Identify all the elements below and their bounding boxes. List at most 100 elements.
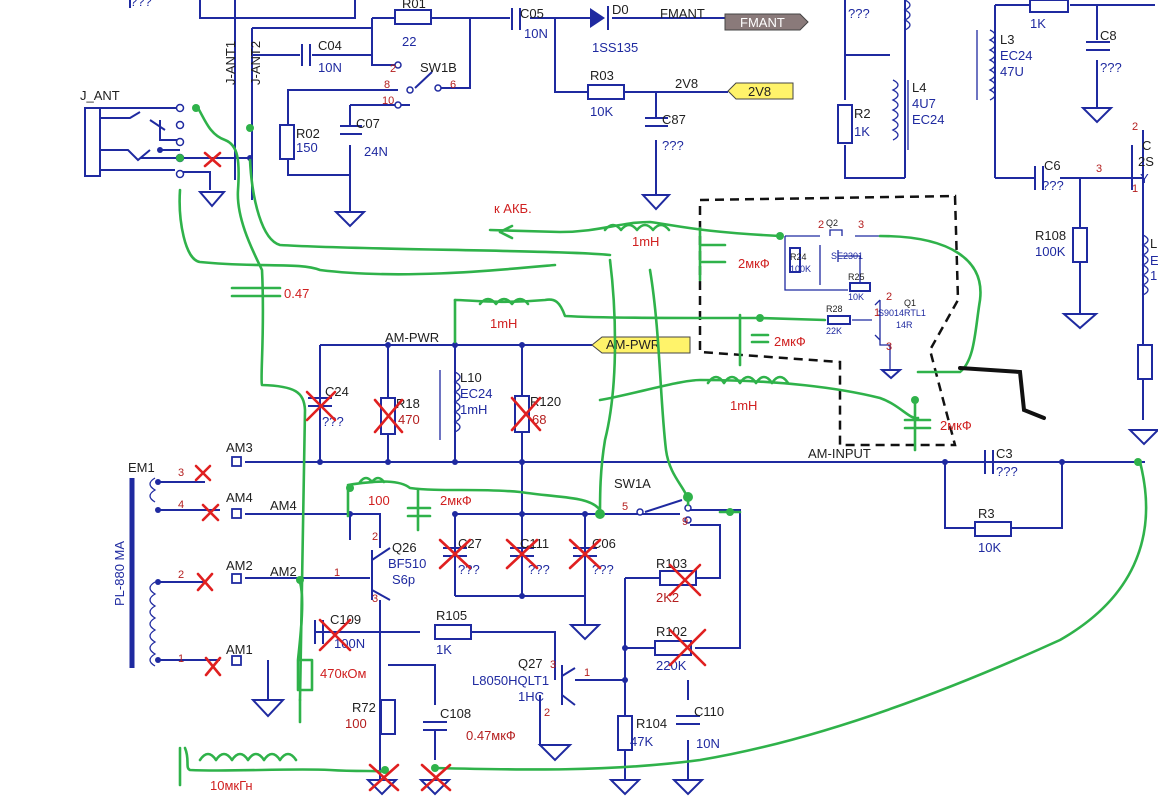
am-wiring [160,344,1145,780]
capacitor-c3 [984,450,994,474]
q1-value-b: 14R [896,320,913,330]
r28-value: 22K [826,326,842,336]
inductor-1mh-mid-note: 1mH [490,316,517,331]
inductor-1mh-top-note: 1mH [632,234,659,249]
r105-designator: R105 [436,608,467,623]
pin: 3 [1096,163,1102,175]
pin: 2 [1132,121,1138,133]
l4-designator: L4 [912,80,926,95]
r103-value: 2K2 [656,590,679,605]
pin: 4 [178,499,184,511]
em1-type-wrap: PL-880 MA [112,541,127,606]
j-ant1-label-wrap: J-ANT1 [223,41,238,85]
cap-2uf-note-c: 2мкФ [940,418,972,433]
em1-coil-top [149,477,157,503]
capacitor-c05 [511,8,521,30]
resistor-r72 [380,699,396,735]
port-fmant [724,13,809,31]
q27-value-a: L8050HQLT1 [472,673,549,688]
top-left-q-value: ??? [130,0,152,9]
pin: 8 [384,79,390,91]
boost-circuit: 2 3 1 2 3 Q2 SE2301 R24 100K R25 10K R28… [784,218,926,380]
j-ant1-label: J-ANT1 [223,41,238,85]
ground-symbol [1080,107,1114,124]
r02-value: 150 [296,140,318,155]
resistor-470k-note: 470кОм [320,666,366,681]
am2-designator: AM2 [226,558,253,573]
c06-designator: C06 [592,536,616,551]
port-am-pwr-label: AM-PWR [606,337,660,352]
c87-value: ??? [662,138,684,153]
capacitor-c04 [301,44,311,66]
c07-value: 24N [364,144,388,159]
pin: 3 [372,593,378,605]
q1-value-a: S9014RTL1 [878,308,926,318]
r25-value: 10K [848,292,864,302]
pin: 2 [390,63,396,75]
q2-designator: Q2 [826,218,838,228]
c07-designator: C07 [356,116,380,131]
port-2v8-label: 2V8 [748,84,771,99]
c6-value: ??? [1042,178,1064,193]
transistor-q26 [371,547,391,601]
r2-value: 1K [854,124,870,139]
ground-symbol [250,699,286,718]
c6-designator: C6 [1044,158,1061,173]
to-battery-note: к АКБ. [494,201,532,216]
q26-designator: Q26 [392,540,417,555]
diode-d0 [590,8,605,28]
pin: 3 [550,659,556,671]
r104-designator: R104 [636,716,667,731]
q1-designator: Q1 [904,298,916,308]
sw1b-designator: SW1B [420,60,457,75]
q2-value: SE2301 [831,251,863,261]
port-2v8 [727,82,794,100]
c05-designator: C05 [520,6,544,21]
fmant-net: FMANT [660,6,705,21]
c05-value: 10N [524,26,548,41]
cap-2uf-note-b: 2мкФ [774,334,806,349]
black-hand-drawn-line [958,366,1046,420]
ground-symbol [640,194,672,211]
inductor-right [1141,234,1149,296]
inductor-l10 [453,371,461,433]
pin: 1 [874,307,880,319]
am4-net: AM4 [270,498,297,513]
em1-designator: EM1 [128,460,155,475]
resistor-r03 [587,84,625,100]
red-crosses [194,151,707,792]
capacitor-c6 [1034,166,1044,190]
r02-designator: R02 [296,126,320,141]
j-ant2-label: J-ANT2 [248,41,263,85]
cap-2uf-note-a: 2мкФ [738,256,770,271]
pin: 1 [178,653,184,665]
ground-symbol [1127,429,1158,446]
r3-value: 10K [978,540,1001,555]
r103-designator: R103 [656,556,687,571]
c109-value: 100N [334,636,365,651]
pin: 3 [858,219,864,231]
pin: 9 [682,516,688,528]
ground-symbol [197,191,227,208]
c110-value: 10N [696,736,720,751]
sw1a-designator: SW1A [614,476,651,491]
pin: 2 [544,707,550,719]
resistor-r3 [974,521,1012,537]
transistor-q27 [561,665,576,706]
r2-designator: R2 [854,106,871,121]
pin: 2 [886,291,892,303]
pin: 3 [178,467,184,479]
r25-designator: R25 [848,272,865,282]
r102-value: 220K [656,658,687,673]
c27-value: ??? [458,562,480,577]
resistor-r104 [617,715,633,751]
j-ant-jack: J_ANT [80,88,253,179]
am2-net: AM2 [270,564,297,579]
capacitor-c87 [645,117,668,127]
ground-symbol [568,624,602,641]
resistor-r2 [837,104,853,144]
l3-value-b: 47U [1000,64,1024,79]
c3-value: ??? [996,464,1018,479]
r-top-value: 1K [1030,16,1046,31]
